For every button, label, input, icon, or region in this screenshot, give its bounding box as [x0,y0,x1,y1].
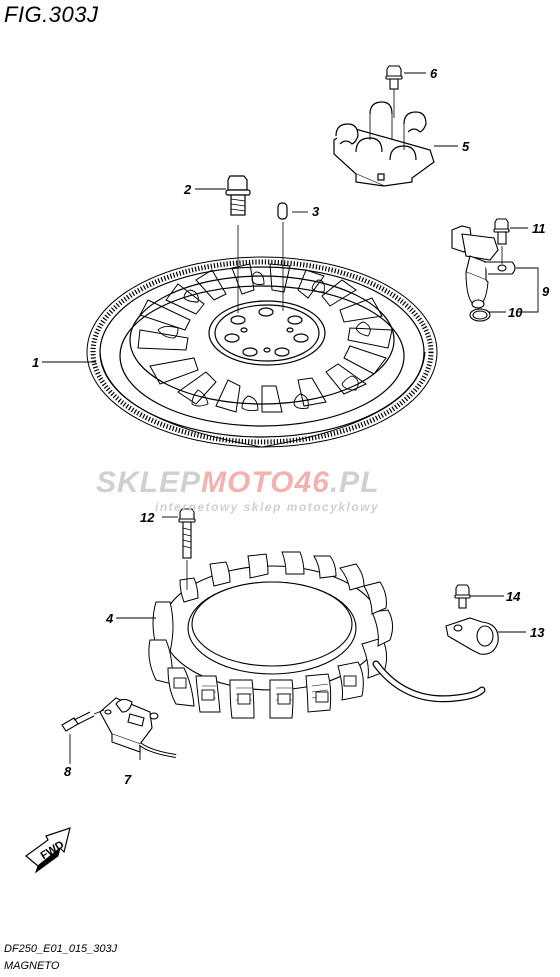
flywheel-bolt [225,175,251,313]
watermark-brand-suffix: .PL [329,466,380,499]
sensor-bolt [493,218,510,264]
key-pin [277,202,288,311]
fwd-arrow: FWD [25,827,71,874]
stator-bolt [178,508,196,590]
holder-bolt [385,65,403,90]
watermark-brand-prefix: SKLEP [96,466,202,499]
cable-clamp [445,617,499,655]
sensor-screw [61,709,105,732]
stator-assembly [148,551,486,719]
callout-8: 8 [64,764,72,779]
callout-12: 12 [140,510,155,525]
watermark-brand: SKLEPMOTO46.PL [96,466,380,500]
crank-position-sensor [451,225,516,322]
callout-13: 13 [530,625,545,640]
callout-14: 14 [506,589,521,604]
callout-7: 7 [124,772,132,787]
callout-3: 3 [312,204,320,219]
callout-1: 1 [32,355,39,370]
clamp-bolt [454,584,471,609]
watermark-tagline: internetowy sklep motocyklowy [155,500,380,514]
diagram-name: MAGNETO [4,960,60,972]
callout-11: 11 [532,221,546,236]
callout-2: 2 [183,182,192,197]
figure-title: FIG.303J [4,2,99,27]
callout-9: 9 [542,284,550,299]
watermark-brand-accent: MOTO46 [201,466,330,499]
callout-10: 10 [508,305,523,320]
callout-4: 4 [105,611,114,626]
magneto-sensor [99,697,177,758]
callout-5: 5 [462,139,470,154]
leader-lines [42,72,539,764]
flywheel [86,256,438,448]
diagram-code: DF250_E01_015_303J [4,943,118,955]
callout-numbers: 1 2 3 4 5 6 7 8 9 10 11 12 13 14 [32,66,550,787]
callout-6: 6 [430,66,438,81]
cable-clamp-holder [333,88,435,187]
